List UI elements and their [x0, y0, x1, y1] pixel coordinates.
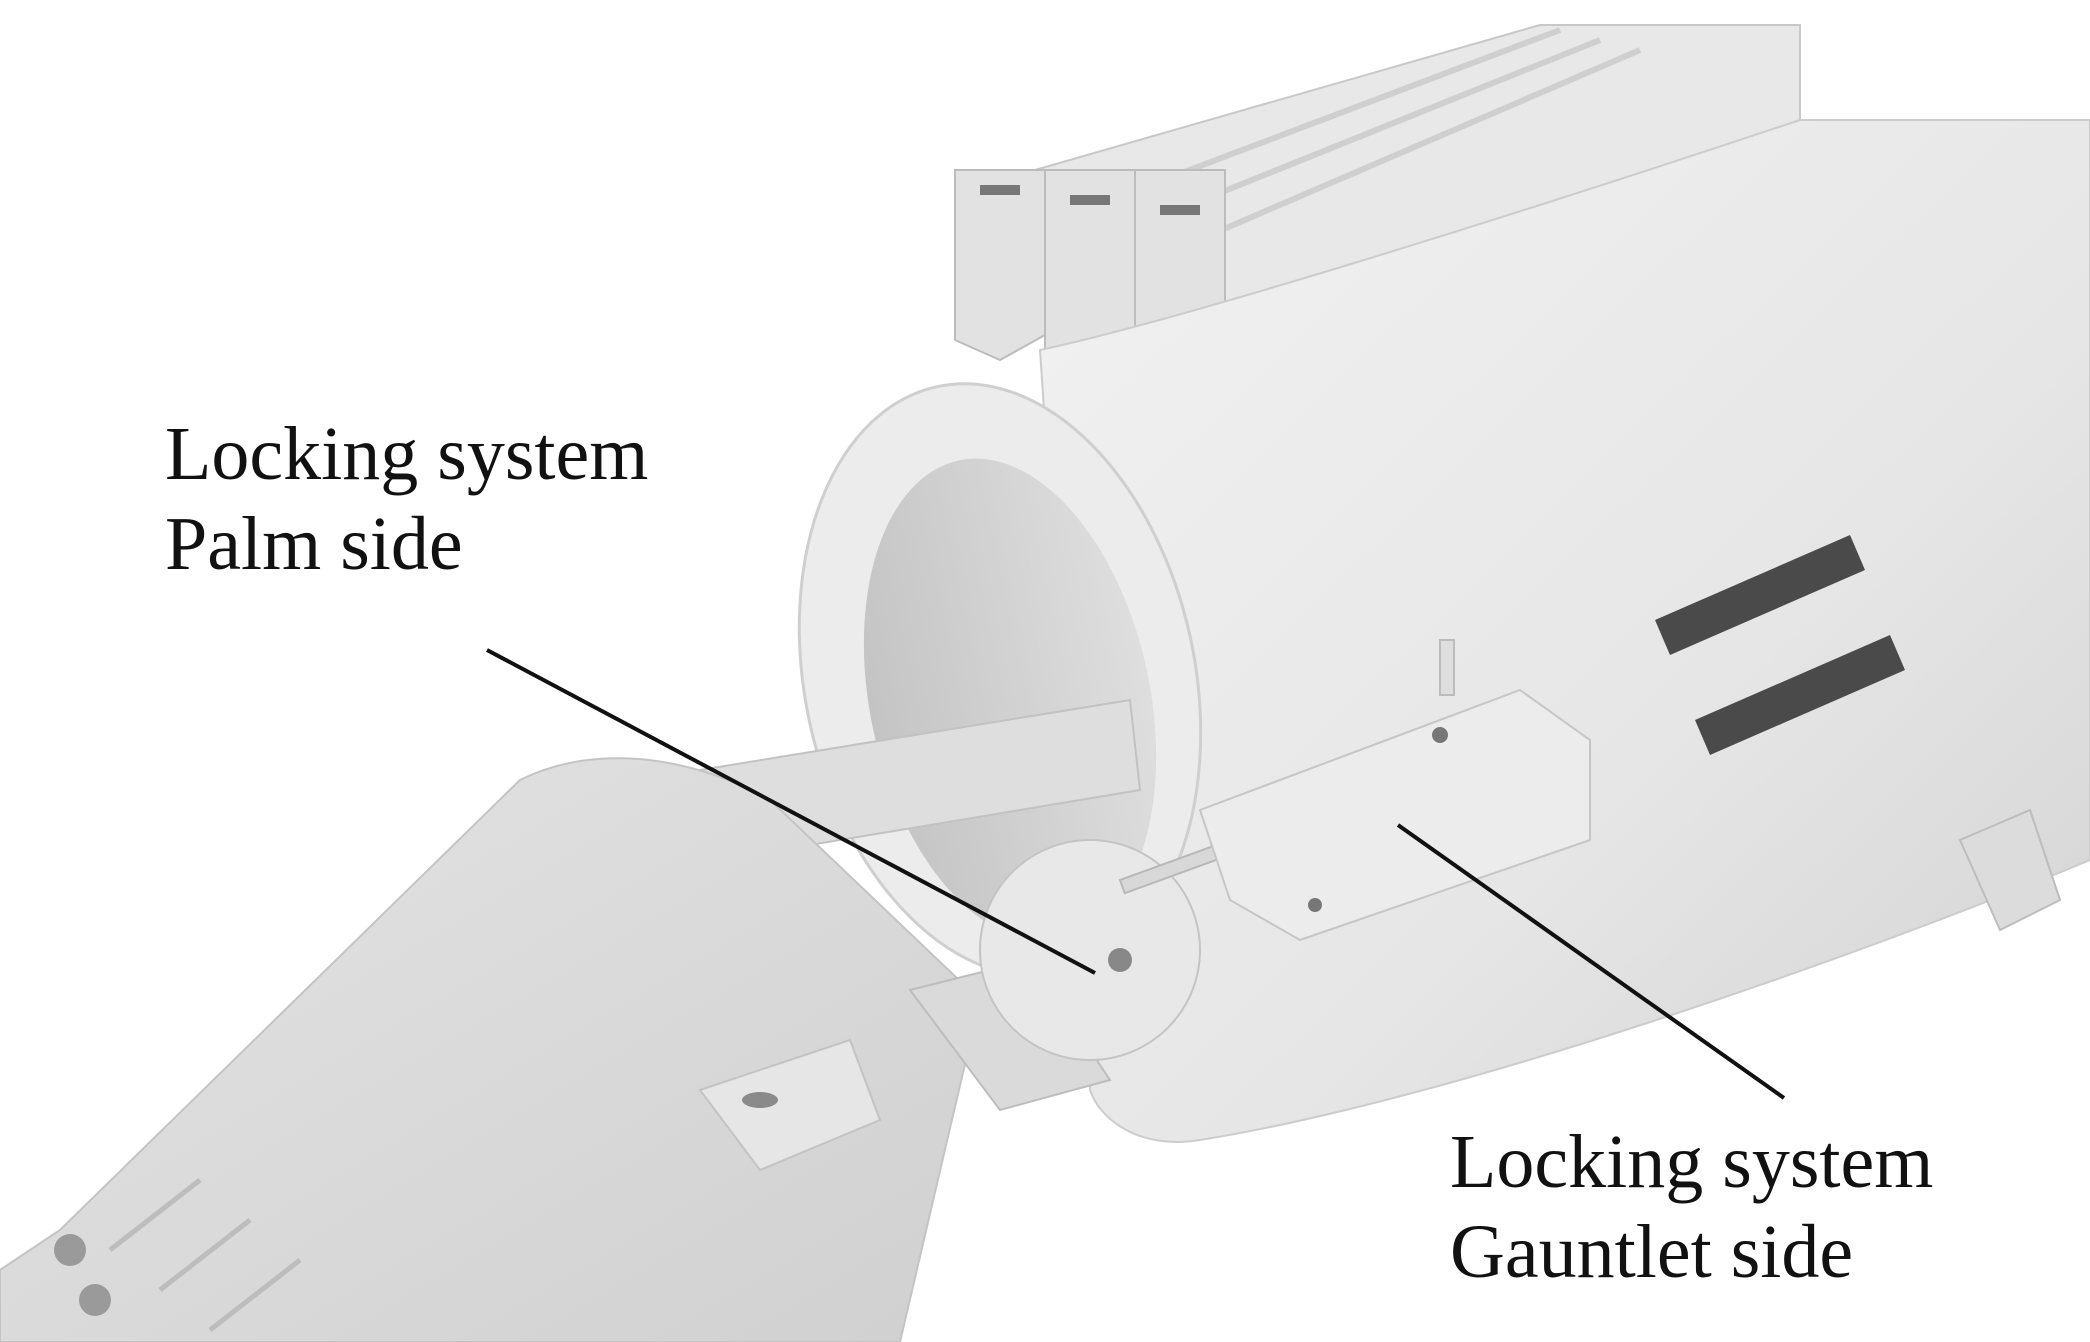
pivot-hole: [1108, 948, 1132, 972]
palm-label-line1: Locking system: [165, 412, 649, 496]
palm-tab-hole: [742, 1092, 778, 1108]
gauntlet-label-line1: Locking system: [1450, 1120, 1934, 1204]
leader-line-gauntlet: [1396, 823, 1786, 1100]
bracket-slot: [1160, 205, 1200, 215]
palm-label-line2: Palm side: [165, 501, 463, 586]
bracket: [954, 169, 1046, 362]
gauntlet-side-label: Locking system Gauntlet side: [1450, 1118, 1933, 1297]
lock-top-pin: [1439, 639, 1455, 696]
locking-mechanism: [908, 639, 1591, 1112]
side-slot: [1655, 535, 1865, 655]
lock-block-hole: [1432, 727, 1448, 743]
gauntlet-label-line2: Gauntlet side: [1450, 1209, 1854, 1294]
side-slot: [1695, 635, 1905, 755]
bracket-slot: [1070, 195, 1110, 205]
finger-groove: [108, 1178, 202, 1252]
palm-tab: [698, 1038, 882, 1172]
finger-groove: [208, 1258, 302, 1332]
finger-hole: [54, 1234, 86, 1266]
rail-groove: [1173, 47, 1642, 253]
lock-block: [1198, 688, 1591, 942]
palm-shell: [0, 757, 982, 1342]
bottom-clip: [1958, 808, 2062, 932]
lock-block-hole: [1308, 898, 1322, 912]
finger-hole: [79, 1284, 111, 1316]
leader-line-palm: [486, 648, 1096, 975]
bracket-slot: [980, 185, 1020, 195]
palm-side-label: Locking system Palm side: [165, 410, 648, 589]
pivot-disc: [979, 839, 1201, 1061]
finger-groove: [158, 1218, 252, 1292]
